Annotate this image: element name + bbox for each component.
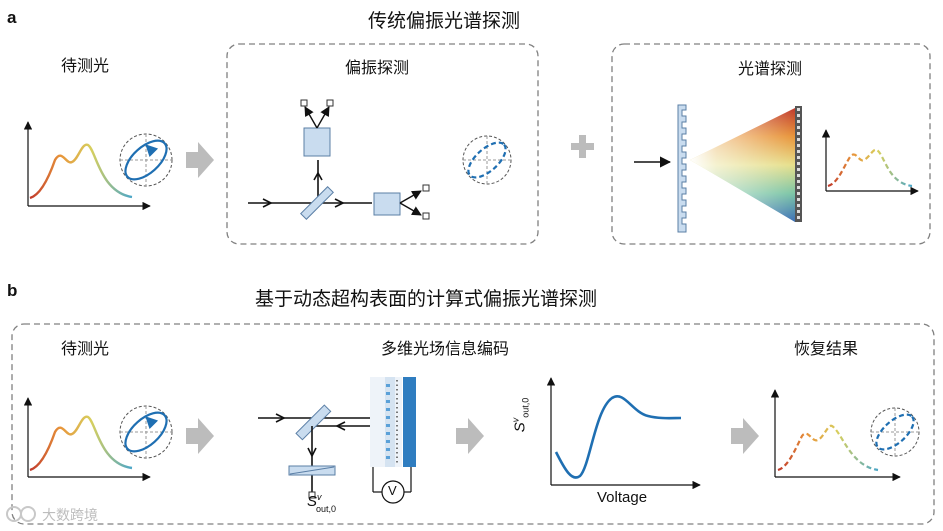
- encoding-label: 多维光场信息编码: [381, 339, 510, 358]
- panel-a-title: 传统偏振光谱探测: [368, 10, 521, 32]
- input-light-label-b: 待测光: [61, 339, 110, 358]
- flow-arrow: [186, 142, 214, 178]
- beam-splitter-b: [295, 404, 332, 441]
- recovered-polarization-icon: [870, 407, 920, 457]
- polarization-frame: [226, 43, 539, 245]
- analyzer-top: [303, 127, 331, 157]
- analyzer-right: [373, 192, 401, 216]
- stokes-detector-sub: out,0: [316, 504, 337, 514]
- spectral-setup: [634, 104, 802, 233]
- flow-arrow: [186, 418, 214, 454]
- plot-xlabel: Voltage: [597, 489, 648, 506]
- polarization-ellipse-icon-b: [119, 405, 173, 459]
- input-spectrum-plot-a: [23, 121, 151, 211]
- panel-b-frame: [11, 323, 935, 525]
- voltmeter-symbol: V: [388, 483, 397, 498]
- polarization-detection-label: 偏振探测: [345, 58, 410, 77]
- input-light-label-a: 待测光: [61, 56, 110, 75]
- spectral-frame: [611, 43, 931, 245]
- watermark-text: 大数跨境: [42, 508, 98, 524]
- input-spectrum-plot-b: [23, 397, 151, 482]
- metasurface-electrode: [403, 377, 416, 467]
- panel-letter-b: b: [7, 281, 18, 300]
- recovery-label: 恢复结果: [794, 339, 859, 358]
- spectral-detection-label: 光谱探测: [738, 59, 803, 78]
- polarization-ellipse-icon: [119, 133, 173, 187]
- polarization-result-icon: [462, 135, 512, 185]
- panel-letter-a: a: [7, 8, 17, 27]
- encoding-setup: [258, 377, 416, 504]
- flow-arrow: [731, 418, 759, 454]
- flow-arrow: [456, 418, 484, 454]
- panel-b-title: 基于动态超构表面的计算式偏振光谱探测: [255, 288, 598, 310]
- stokes-curve: [554, 395, 682, 479]
- recovered-spectrum-plot: [770, 389, 901, 482]
- plus-icon: [571, 135, 594, 158]
- measured-spectrum-plot: [821, 129, 919, 196]
- stokes-voltage-plot: [546, 377, 701, 490]
- plot-ylabel: Svout,0: [510, 397, 531, 433]
- beam-splitter: [300, 186, 334, 220]
- stokes-detector-label: Sv: [307, 492, 322, 510]
- watermark-logo-icon: [6, 506, 36, 522]
- polarization-setup: [248, 99, 430, 220]
